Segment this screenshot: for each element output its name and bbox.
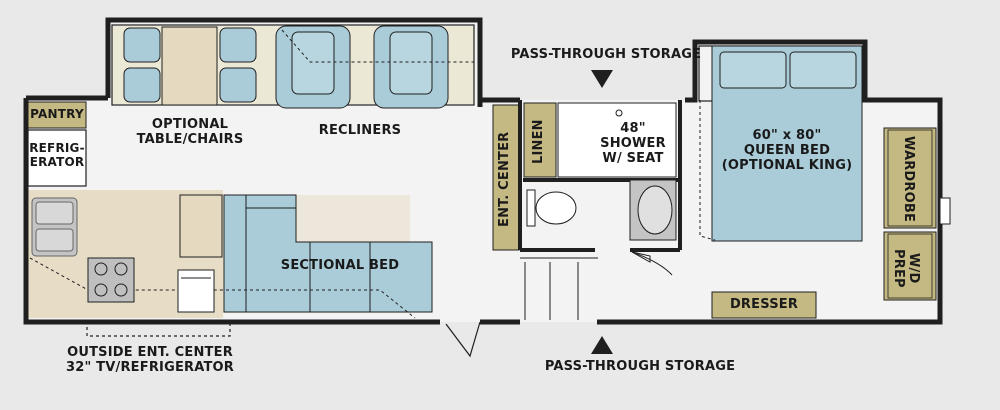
dresser-label: DRESSER (729, 297, 799, 312)
refrigerator-label: REFRIG- ERATOR (29, 141, 85, 169)
oven (177, 269, 215, 313)
outside-ent-label: OUTSIDE ENT. CENTER 32" TV/REFRIGERATOR (65, 345, 235, 375)
wd-prep-label: W/D PREP (890, 248, 921, 288)
walls (23, 17, 943, 325)
dresser (711, 291, 817, 319)
entry-steps (520, 257, 598, 320)
toilet (526, 189, 577, 227)
stove (87, 257, 135, 303)
queen-bed-label: 60" x 80" QUEEN BED (OPTIONAL KING) (721, 128, 853, 173)
kitchen-counter (179, 194, 223, 258)
sectional-sofa (223, 194, 433, 313)
wd-prep (883, 231, 937, 301)
pantry (27, 101, 87, 129)
pass-through-top-label: PASS-THROUGH STORAGE (510, 47, 702, 62)
linen (523, 102, 557, 178)
linen-label: LINEN (531, 119, 546, 165)
pass-through-top-arrow (591, 70, 613, 88)
wardrobe-label: WARDROBE (900, 135, 916, 223)
recliners (275, 25, 449, 109)
sectional-bed-label: SECTIONAL BED (280, 258, 400, 273)
refrigerator (27, 129, 87, 187)
kitchen-sink (31, 197, 78, 257)
shower-label: 48" SHOWER W/ SEAT (600, 121, 666, 166)
bath-sink (629, 179, 677, 241)
pass-through-bottom-arrow (591, 336, 613, 354)
slideout-dashed (281, 29, 476, 63)
optional-table-label: OPTIONAL TABLE/CHAIRS (136, 117, 244, 147)
pantry-label: PANTRY (30, 107, 84, 121)
dining-set (123, 26, 257, 106)
entry-door (445, 321, 481, 358)
ent-center-label: ENT. CENTER (497, 131, 512, 227)
recliners-label: RECLINERS (318, 123, 402, 138)
queen-bed (711, 45, 863, 242)
wardrobe (883, 127, 937, 229)
ent-center (492, 104, 520, 251)
pass-through-bottom-label: PASS-THROUGH STORAGE (544, 359, 736, 374)
